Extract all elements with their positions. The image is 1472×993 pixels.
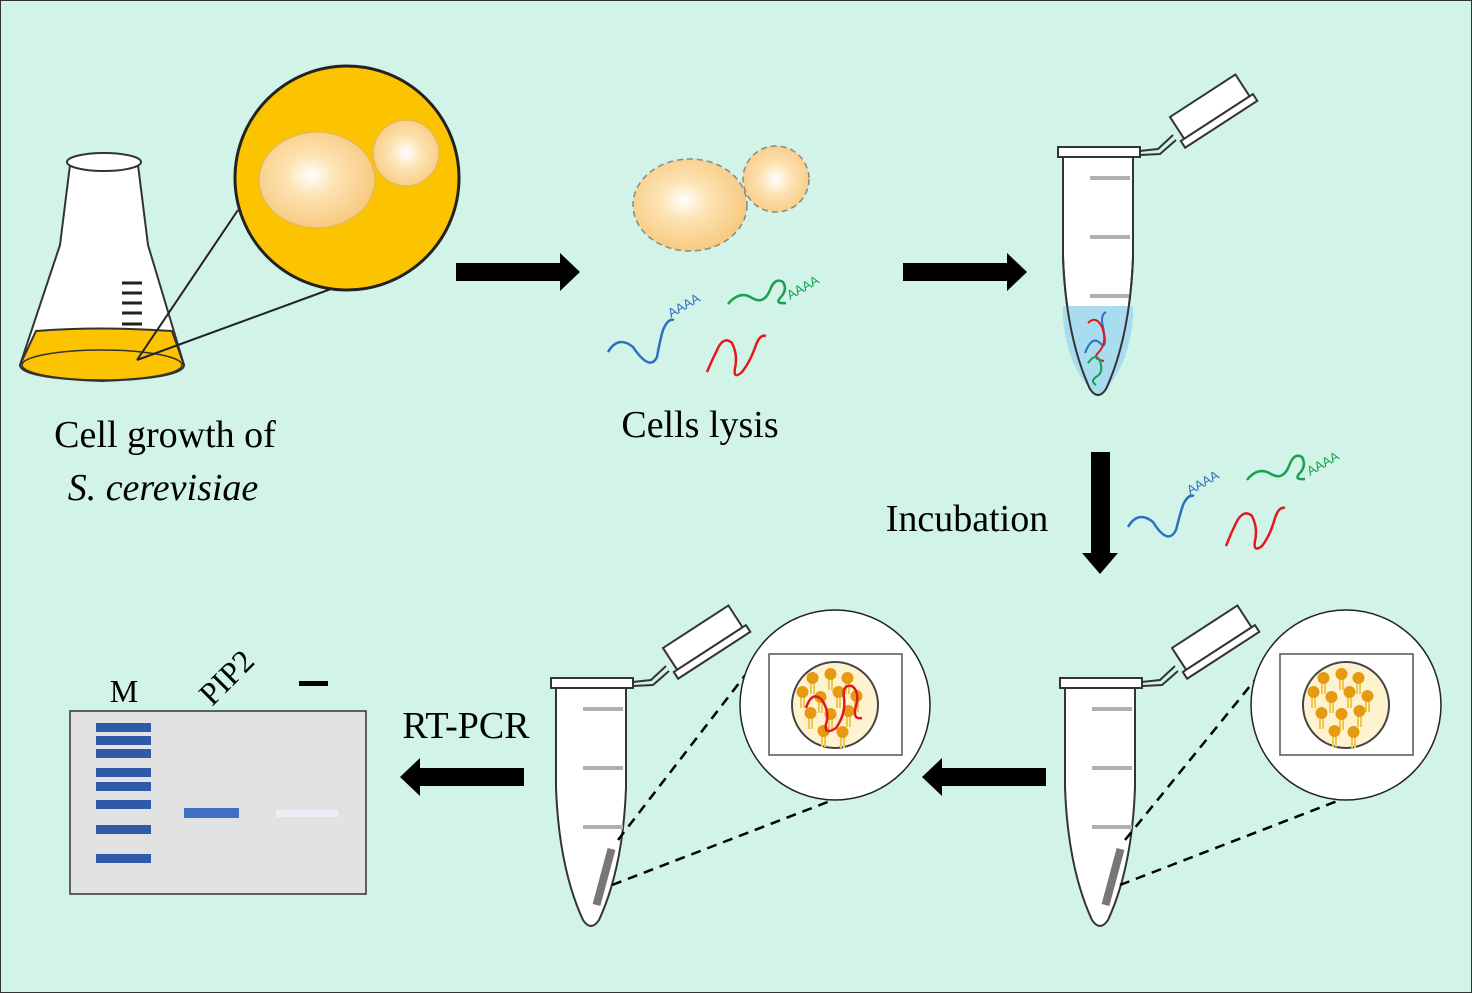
oligo-dT-beads-icon (739, 609, 931, 801)
incubation-label: Incubation (886, 498, 1049, 540)
budding-yeast-cell-icon (233, 64, 461, 292)
process-arrow-icon (903, 253, 1027, 291)
process-arrow-icon (1082, 452, 1118, 574)
process-arrow-icon (922, 758, 1046, 796)
microcentrifuge-tube-icon (549, 601, 753, 928)
magnification-lines (136, 209, 351, 361)
process-arrow-icon (400, 758, 524, 796)
growth-label-line1: Cell growth of (54, 414, 276, 456)
oligo-dT-beads-icon (1250, 609, 1442, 801)
gel-band (96, 825, 151, 834)
process-arrow-icon (456, 253, 580, 291)
lane-label-negative (299, 681, 328, 686)
gel-band (96, 749, 151, 758)
lane-label-marker: M (110, 673, 138, 709)
agarose-gel: M PIP2 (69, 642, 367, 895)
rtpcr-label: RT-PCR (402, 705, 530, 747)
gel-band (96, 800, 151, 809)
gel-band (96, 736, 151, 745)
gel-band-negative (276, 810, 338, 817)
growth-label-line2: S. cerevisiae (68, 467, 259, 509)
marker-lane (96, 723, 151, 863)
lysed-yeast-cell-icon (632, 145, 810, 252)
microcentrifuge-tube-icon (1056, 70, 1260, 397)
lysis-label: Cells lysis (621, 404, 778, 446)
microcentrifuge-tube-icon (1058, 601, 1262, 928)
erlenmeyer-flask-icon (18, 152, 186, 383)
gel-band (96, 782, 151, 791)
gel-band (96, 854, 151, 863)
gel-band-pip2 (184, 808, 239, 818)
gel-band (96, 768, 151, 777)
gel-band (96, 723, 151, 732)
